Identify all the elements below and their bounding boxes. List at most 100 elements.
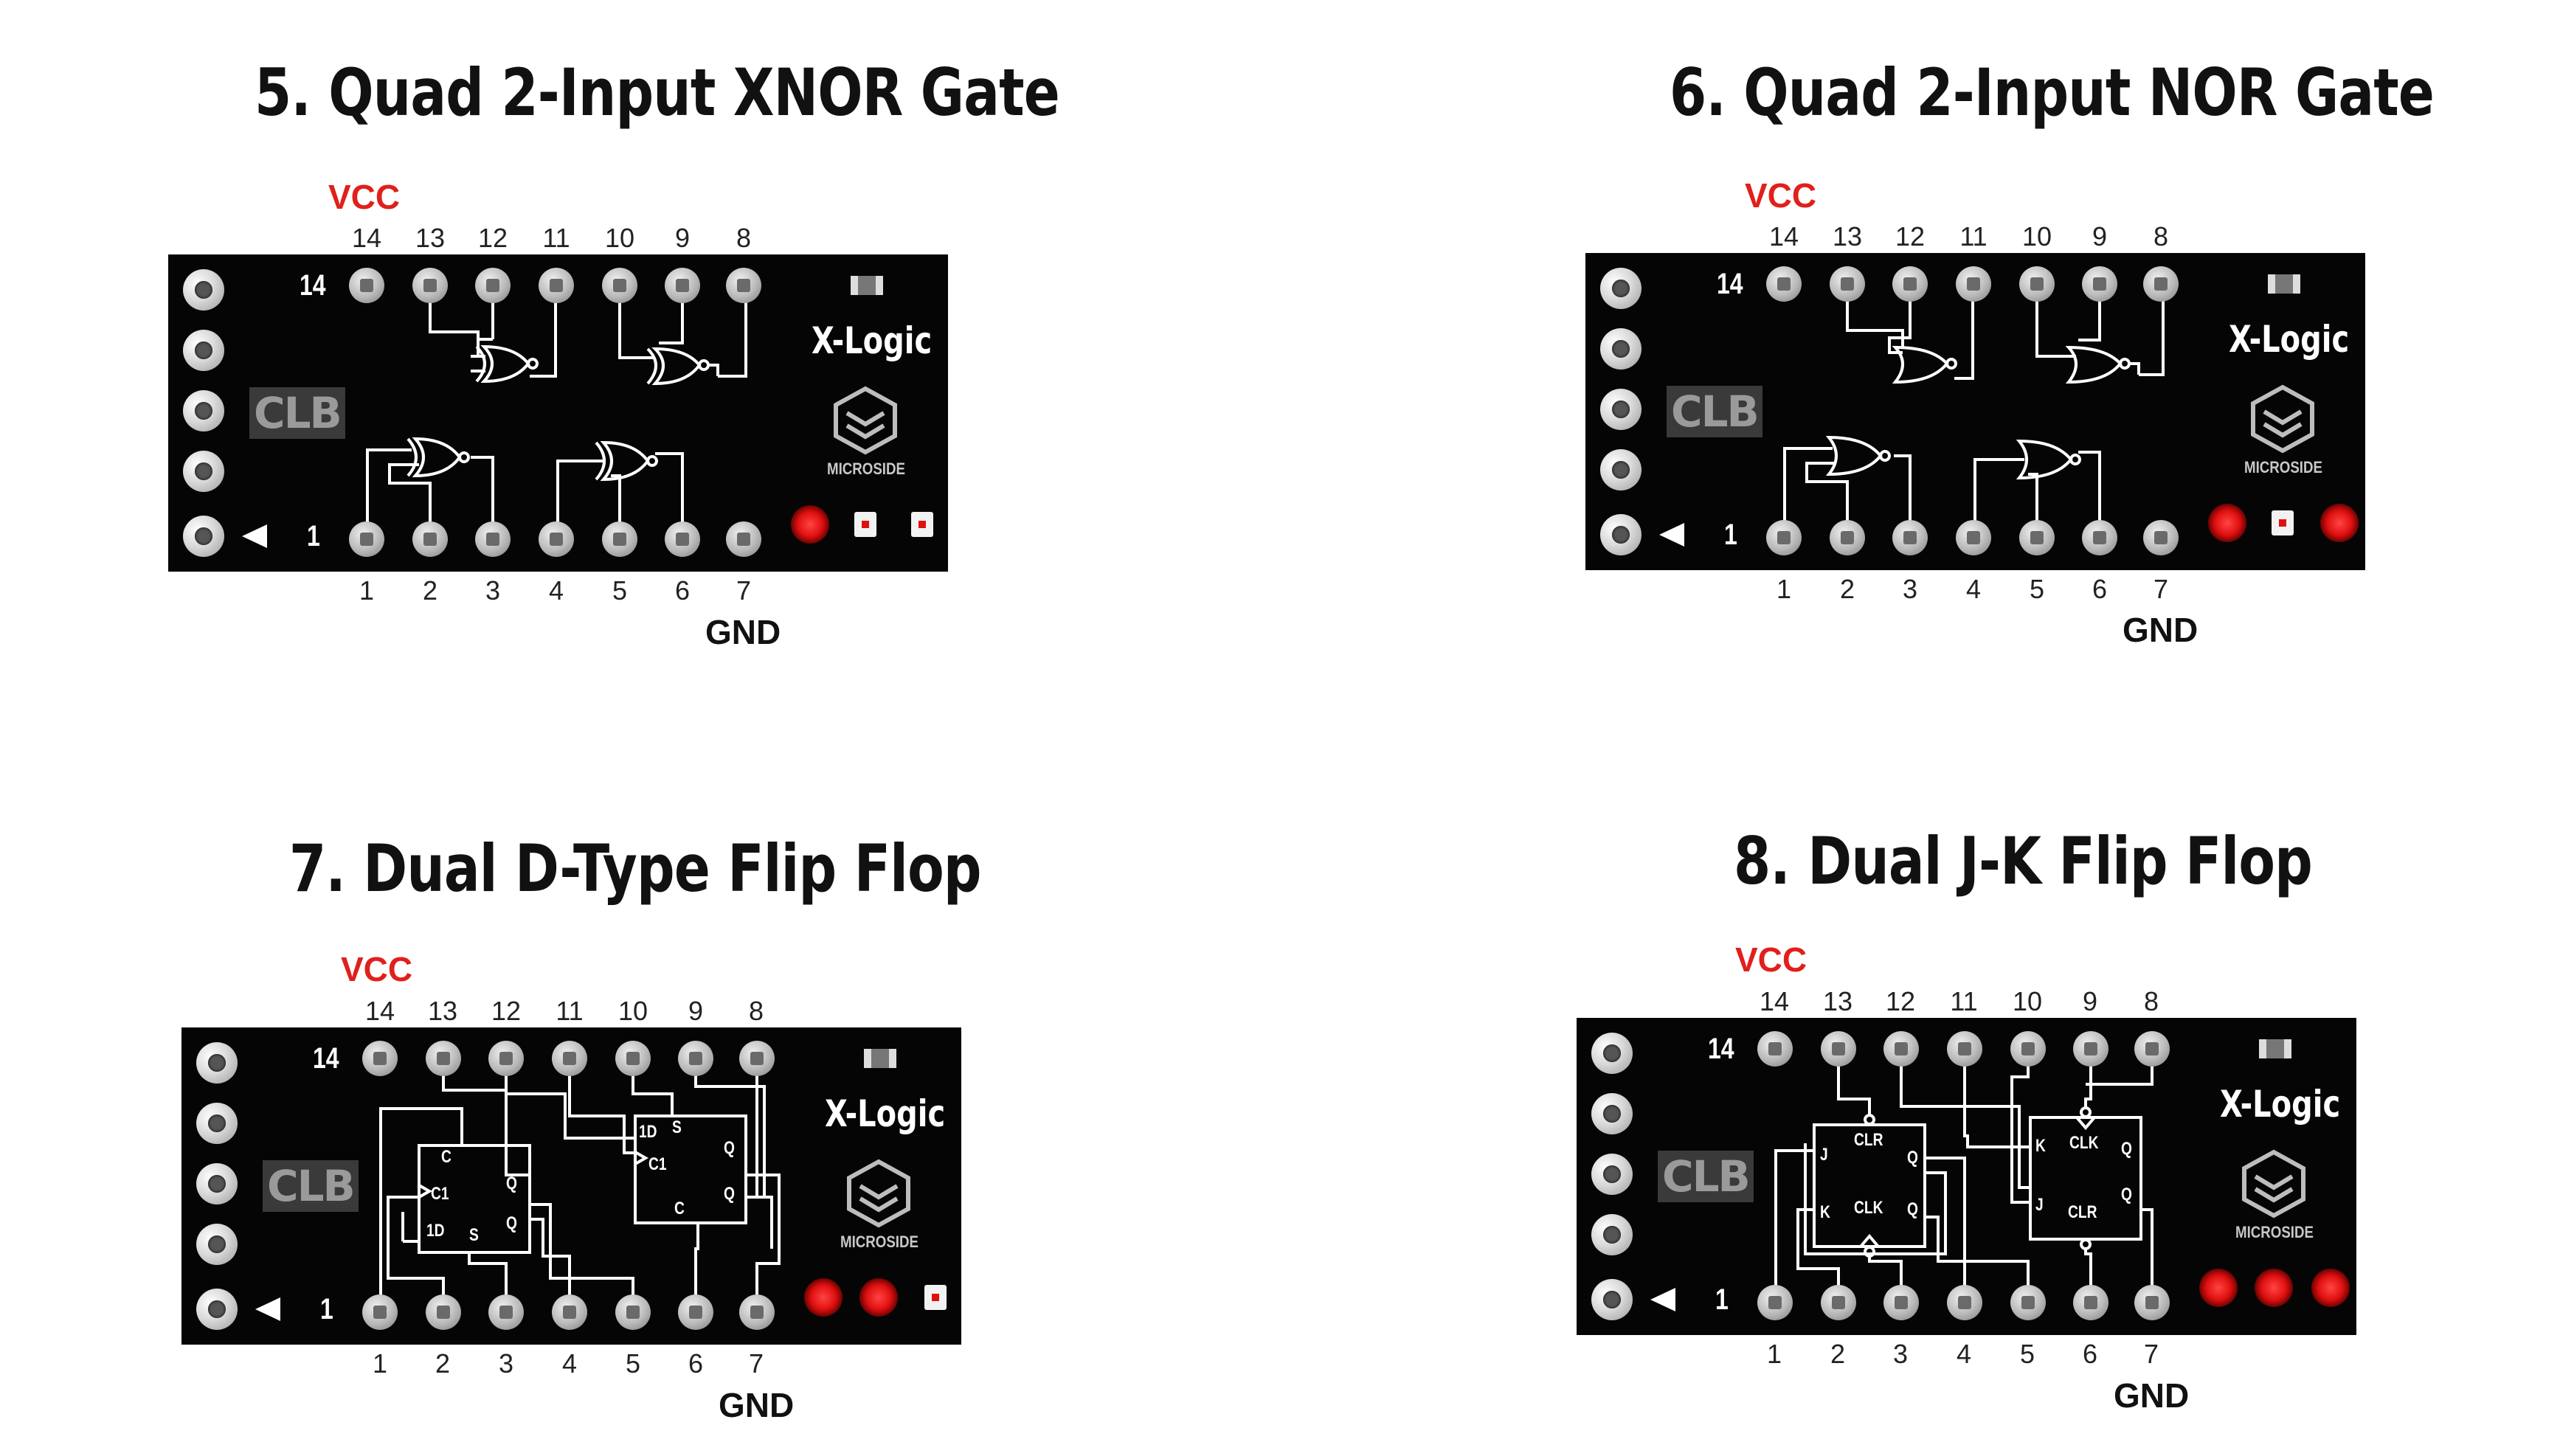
d-flip-flop-schematic [379, 1058, 781, 1309]
led-indicator-off [854, 512, 876, 537]
header-pin [196, 1224, 238, 1265]
header-pin [183, 390, 224, 431]
pin-number: 9 [688, 996, 704, 1026]
pin-number: 13 [1822, 986, 1853, 1016]
clb-label: CLB [1658, 1151, 1754, 1202]
ic-pin-pad [1821, 1031, 1856, 1067]
pin-number: 1 [1766, 1339, 1782, 1369]
header-pin [1591, 1279, 1633, 1320]
pin-number: 3 [1892, 1339, 1909, 1369]
ff-label: Q [724, 1184, 735, 1204]
ic-pin-pad [1766, 520, 1802, 555]
pin-number: 5 [612, 575, 628, 606]
brand-label: X-Logic [2229, 318, 2350, 361]
pin14-marker: 14 [1717, 268, 1743, 300]
ic-pin-pad [665, 521, 700, 557]
led-indicator-off [2272, 510, 2294, 535]
logo-label: MICROSIDE [827, 460, 905, 478]
ic-pin-pad [1892, 520, 1928, 555]
pin-number: 7 [748, 1348, 764, 1379]
ic-pin-pad [1892, 266, 1928, 302]
pin-number: 8 [736, 223, 752, 253]
smd-component-icon [2259, 1039, 2291, 1058]
pin-number: 5 [625, 1348, 641, 1379]
pin-number: 12 [1885, 986, 1916, 1016]
pin-number: 14 [1768, 221, 1799, 252]
ic-pin-pad [1883, 1285, 1919, 1320]
ic-pin-pad [1830, 266, 1865, 302]
pin-number: 5 [2029, 574, 2045, 604]
led-indicator-on [804, 1278, 843, 1317]
clb-label: CLB [249, 387, 345, 439]
vcc-label: VCC [341, 950, 413, 988]
pin-number: 11 [1959, 221, 1988, 252]
ic-pin-pad [665, 268, 700, 303]
pin-number: 13 [1832, 221, 1863, 252]
pin-number: 7 [2143, 1339, 2159, 1369]
pin-number: 4 [1965, 574, 1982, 604]
pin14-marker: 14 [313, 1042, 339, 1075]
header-pin [196, 1103, 238, 1144]
pin-number: 14 [351, 223, 382, 253]
ic-pin-pad [1821, 1285, 1856, 1320]
ic-pin-pad [412, 268, 448, 303]
ic-pin-pad [602, 521, 637, 557]
gnd-label: GND [705, 613, 781, 651]
chip-board: 14 1 CLB [1585, 253, 2365, 570]
ic-pin-pad [2134, 1285, 2170, 1320]
pin-number: 10 [2021, 221, 2052, 252]
led-indicator-on [2311, 1269, 2350, 1307]
header-pin [196, 1042, 238, 1084]
ff-label: CLK [1854, 1198, 1883, 1218]
ic-pin-pad [552, 1041, 587, 1076]
pin-number: 3 [1902, 574, 1918, 604]
ic-pin-pad [615, 1041, 651, 1076]
ic-pin-pad [1883, 1031, 1919, 1067]
pin-number: 6 [2092, 574, 2108, 604]
pin-number: 1 [1776, 574, 1792, 604]
pin-number: 8 [2153, 221, 2169, 252]
ff-label: Q [1907, 1199, 1918, 1219]
smd-component-icon [851, 276, 883, 295]
pin-number: 4 [1956, 1339, 1972, 1369]
ic-pin-pad [1947, 1285, 1982, 1320]
pin-number: 12 [477, 223, 508, 253]
pin-number: 2 [1830, 1339, 1846, 1369]
led-indicator-on [791, 505, 829, 544]
ic-pin-pad [349, 521, 384, 557]
pin-number: 4 [548, 575, 564, 606]
header-pin [1600, 389, 1641, 430]
pin-number: 10 [604, 223, 635, 253]
header-pin [1600, 328, 1641, 370]
ic-pin-pad [362, 1294, 398, 1330]
pin-number: 11 [556, 996, 584, 1026]
led-indicator-on [2199, 1269, 2238, 1307]
ff-label: CLR [2068, 1202, 2097, 1222]
vcc-label: VCC [1745, 176, 1817, 215]
pin-number: 13 [427, 996, 458, 1026]
ic-pin-pad [475, 521, 511, 557]
pin14-marker: 14 [300, 269, 326, 302]
pin-number: 14 [364, 996, 395, 1026]
header-pin [1591, 1214, 1633, 1255]
pin1-arrow-icon [242, 524, 267, 548]
header-pin [1600, 268, 1641, 309]
header-pin [1591, 1093, 1633, 1134]
clb-label: CLB [263, 1160, 359, 1212]
pin-number: 4 [561, 1348, 578, 1379]
gnd-label: GND [2114, 1376, 2190, 1415]
pin-number: 8 [748, 996, 764, 1026]
pin-number: 9 [674, 223, 691, 253]
ic-pin-pad [488, 1041, 524, 1076]
ff-label: J [2035, 1195, 2044, 1215]
ic-pin-pad [1757, 1031, 1793, 1067]
pin-number: 5 [2019, 1339, 2035, 1369]
pin-number: 3 [498, 1348, 514, 1379]
pin-number: 11 [1950, 986, 1978, 1016]
ff-label: Q [506, 1213, 517, 1233]
ic-pin-pad [2143, 266, 2179, 302]
pin-number: 2 [1839, 574, 1855, 604]
ff-label: C [674, 1199, 685, 1218]
pin-number: 6 [674, 575, 691, 606]
ic-pin-pad [2073, 1285, 2108, 1320]
